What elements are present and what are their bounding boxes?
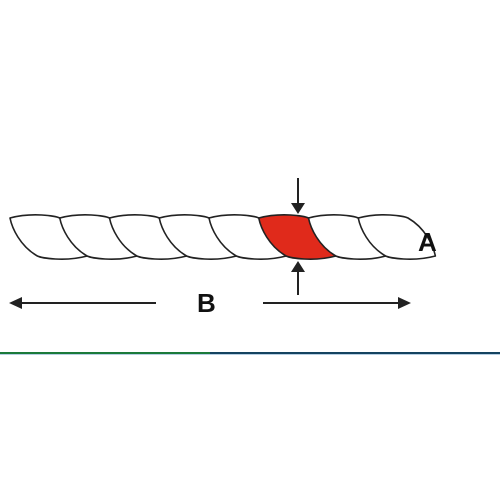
length-arrow (9, 297, 411, 309)
length-arrow-right-head (398, 297, 411, 309)
rope-strand (357, 214, 437, 260)
length-arrow-left-head (9, 297, 22, 309)
bottom-arrow-head (291, 261, 305, 272)
diameter-arrows (291, 178, 305, 295)
divider-line (0, 352, 500, 355)
label-b: B (197, 288, 216, 318)
label-a: A (418, 227, 437, 257)
rope (9, 214, 437, 260)
top-arrow-head (291, 203, 305, 214)
